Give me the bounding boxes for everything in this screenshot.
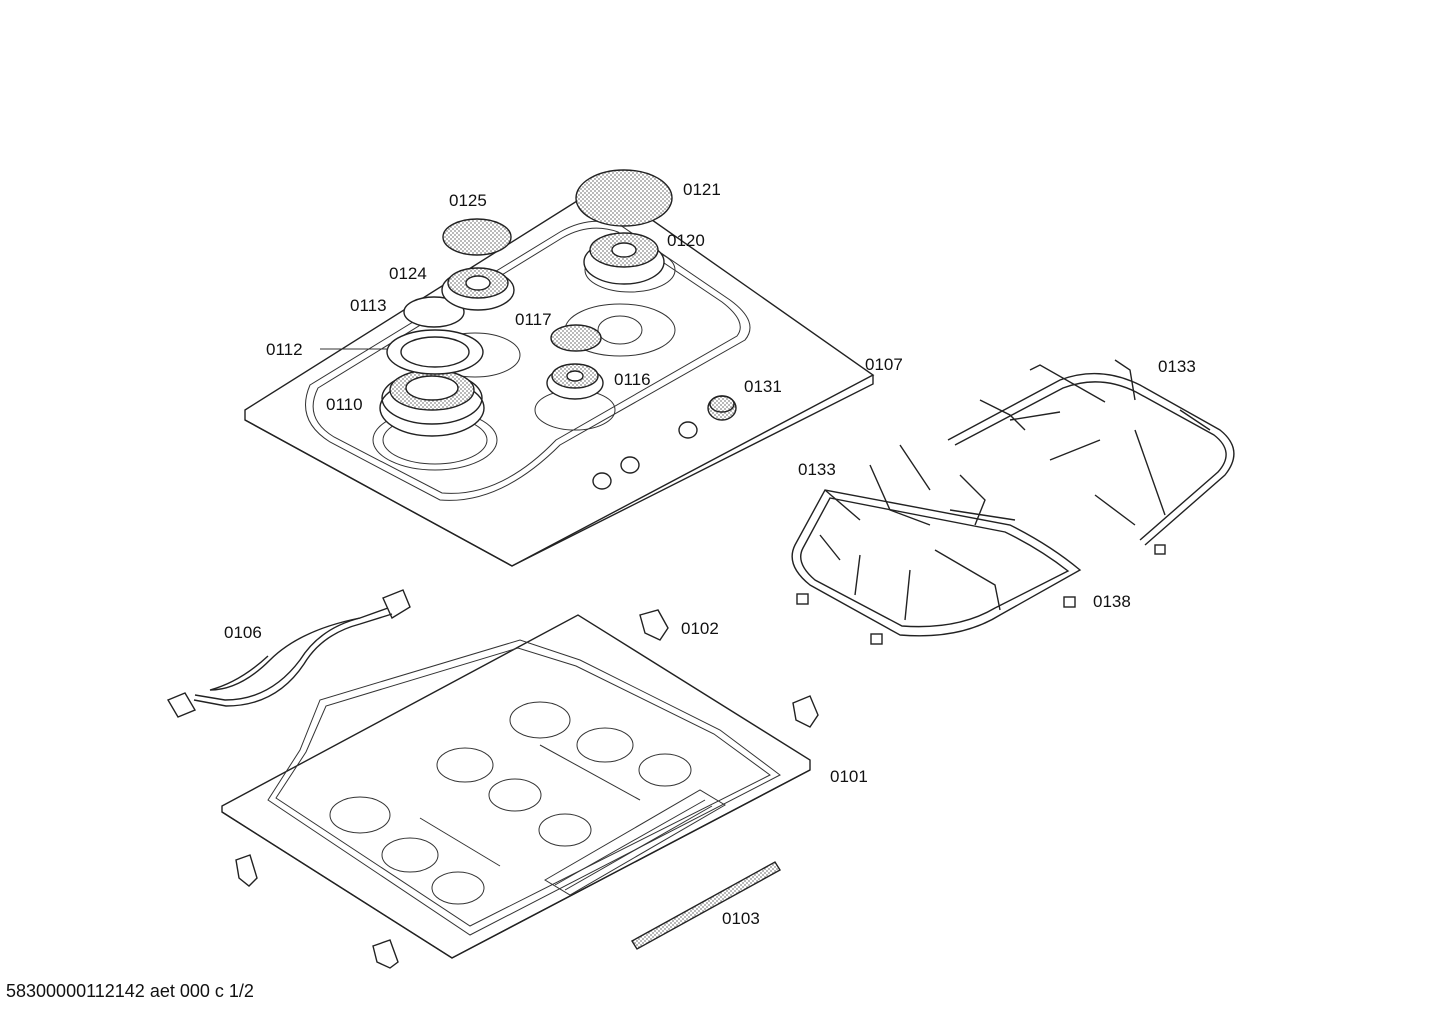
pan-support-right xyxy=(947,359,1235,555)
label-0120: 0120 xyxy=(667,231,705,250)
rubber-foot xyxy=(1154,544,1166,555)
medium-burner-left xyxy=(441,218,515,311)
rubber-foot xyxy=(870,633,883,645)
label-0103: 0103 xyxy=(722,909,760,928)
label-0110: 0110 xyxy=(326,395,363,414)
label-0124: 0124 xyxy=(389,264,427,283)
small-burner xyxy=(546,324,604,400)
label-0116: 0116 xyxy=(614,370,651,389)
fixing-clips xyxy=(235,609,819,969)
label-0107: 0107 xyxy=(865,355,903,374)
rubber-foot xyxy=(1063,596,1076,608)
drawing-reference-code: 58300000112142 aet 000 c 1/2 xyxy=(6,981,254,1001)
housing-tray xyxy=(221,614,811,959)
label-0133-left: 0133 xyxy=(798,460,836,479)
label-0106: 0106 xyxy=(224,623,262,642)
control-knob xyxy=(707,395,737,421)
label-0101: 0101 xyxy=(830,767,868,786)
pan-support-left xyxy=(791,444,1082,645)
label-0102: 0102 xyxy=(681,619,719,638)
label-0113: 0113 xyxy=(350,296,387,315)
rubber-foot xyxy=(796,593,809,605)
label-0112: 0112 xyxy=(266,340,303,359)
label-0133-right: 0133 xyxy=(1158,357,1196,376)
label-0121: 0121 xyxy=(683,180,721,199)
large-burner-assembly xyxy=(379,296,485,437)
label-0125: 0125 xyxy=(449,191,487,210)
label-0117: 0117 xyxy=(515,310,552,329)
medium-burner-right xyxy=(575,169,673,285)
seal-strip xyxy=(631,861,781,950)
mains-cable xyxy=(166,589,411,718)
label-0131: 0131 xyxy=(744,377,782,396)
label-0138: 0138 xyxy=(1093,592,1131,611)
part-labels: 0125 0121 0120 0124 0113 0117 0112 0107 … xyxy=(224,180,1196,928)
